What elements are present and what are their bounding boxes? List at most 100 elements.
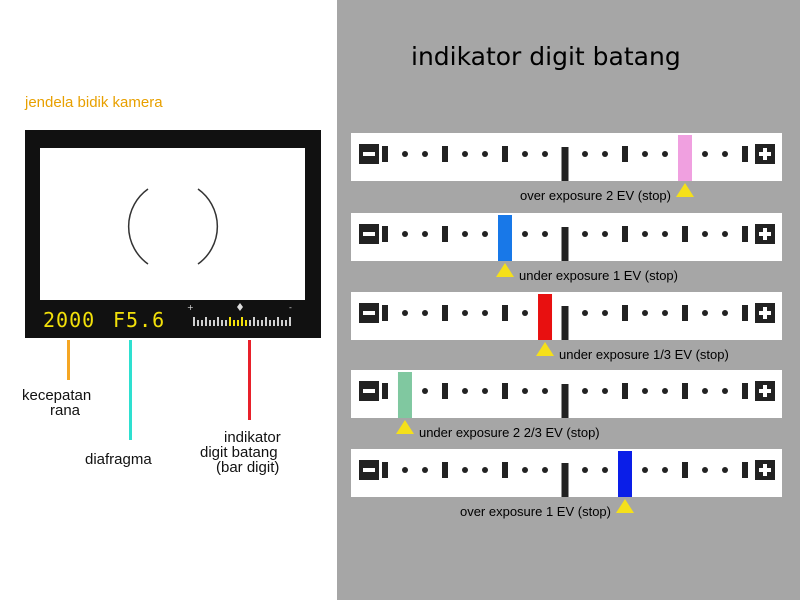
viewfinder-readouts: 2000 F5.6 + -	[25, 300, 321, 338]
ev-scale	[359, 215, 775, 277]
scale-stop-mark	[442, 462, 448, 478]
callout-line: diafragma	[85, 451, 152, 468]
meter-tick	[213, 320, 215, 326]
scale-third-mark	[522, 151, 528, 157]
scale-stop-mark	[622, 226, 628, 242]
scale-stop-mark	[442, 383, 448, 399]
meter-tick	[269, 320, 271, 326]
scale-third-mark	[542, 151, 548, 157]
callout-bar-meter: indikator digit batang (bar digit)	[200, 430, 281, 475]
scale-stop-mark	[382, 462, 388, 478]
scale-third-mark	[722, 310, 728, 316]
scale-third-mark	[482, 231, 488, 237]
scale-stop-mark	[382, 383, 388, 399]
plus-icon	[755, 224, 775, 244]
scale-third-mark	[642, 151, 648, 157]
ev-scale	[359, 294, 775, 356]
scale-third-mark	[582, 467, 588, 473]
scale-zero-mark	[561, 306, 569, 340]
ev-label: over exposure 2 EV (stop)	[519, 188, 671, 203]
scale-third-mark	[642, 388, 648, 394]
scale-third-mark	[702, 467, 708, 473]
exposure-indicator-bar	[618, 451, 632, 497]
callout-aperture: diafragma	[85, 452, 152, 467]
scale-third-mark	[662, 467, 668, 473]
ev-scale	[359, 372, 775, 434]
scale-third-mark	[602, 467, 608, 473]
viewfinder-caption: jendela bidik kamera	[25, 94, 163, 111]
meter-tick	[205, 317, 207, 326]
scale-third-mark	[402, 467, 408, 473]
meter-tick	[245, 320, 247, 326]
callout-line: indikator	[224, 429, 281, 446]
scale-stop-mark	[742, 305, 748, 321]
scale-third-mark	[662, 310, 668, 316]
plus-icon	[755, 303, 775, 323]
plus-icon	[755, 144, 775, 164]
exposure-pointer-icon	[616, 499, 634, 513]
meter-tick	[261, 320, 263, 326]
minus-icon	[359, 303, 379, 323]
scale-third-mark	[462, 388, 468, 394]
scale-stop-mark	[742, 383, 748, 399]
meter-tick	[209, 320, 211, 326]
bar-meter-pointer-line	[248, 340, 251, 420]
left-panel: jendela bidik kamera 2000 F5.6 + - kecep…	[0, 0, 337, 600]
exposure-indicator-bar	[538, 294, 553, 340]
scale-stop-mark	[442, 226, 448, 242]
exposure-pointer-icon	[536, 342, 555, 356]
scale-third-mark	[722, 467, 728, 473]
meter-minus-label: -	[289, 303, 292, 312]
scale-third-mark	[702, 231, 708, 237]
scale-third-mark	[602, 388, 608, 394]
callout-shutter-speed: kecepatan rana	[22, 388, 91, 418]
scale-stop-mark	[622, 383, 628, 399]
scale-third-mark	[482, 310, 488, 316]
meter-plus-label: +	[187, 303, 194, 312]
scale-third-mark	[522, 388, 528, 394]
meter-tick	[273, 320, 275, 326]
scale-third-mark	[402, 151, 408, 157]
scale-stop-mark	[382, 305, 388, 321]
meter-tick	[233, 320, 235, 326]
viewfinder: 2000 F5.6 + -	[25, 130, 321, 338]
ev-label: under exposure 1 EV (stop)	[519, 268, 678, 283]
plus-icon	[755, 460, 775, 480]
minus-icon	[359, 381, 379, 401]
meter-tick	[285, 320, 287, 326]
scale-zero-mark	[561, 384, 569, 418]
scale-third-mark	[422, 467, 428, 473]
scale-third-mark	[582, 310, 588, 316]
scale-stop-mark	[622, 305, 628, 321]
scale-third-mark	[422, 310, 428, 316]
plus-icon	[755, 381, 775, 401]
scale-stop-mark	[502, 462, 508, 478]
shutter-speed-readout: 2000	[43, 308, 96, 332]
exposure-indicator-bar	[678, 135, 692, 181]
scale-third-mark	[482, 388, 488, 394]
meter-ticks	[193, 317, 291, 326]
scale-third-mark	[522, 231, 528, 237]
meter-tick	[237, 320, 239, 326]
scale-zero-mark	[561, 463, 569, 497]
scale-third-mark	[702, 388, 708, 394]
scale-third-mark	[462, 467, 468, 473]
callout-line: kecepatan	[22, 387, 92, 404]
meter-tick	[217, 317, 219, 326]
scale-third-mark	[542, 388, 548, 394]
scale-third-mark	[602, 310, 608, 316]
ev-label: over exposure 1 EV (stop)	[459, 504, 611, 519]
meter-tick	[277, 317, 279, 326]
scale-stop-mark	[742, 146, 748, 162]
viewfinder-screen	[40, 148, 305, 300]
scale-stop-mark	[442, 146, 448, 162]
aperture-readout: F5.6	[113, 308, 166, 332]
scale-third-mark	[642, 231, 648, 237]
meter-tick	[229, 317, 231, 326]
scale-third-mark	[462, 231, 468, 237]
scale-third-mark	[402, 231, 408, 237]
ev-row: under exposure 1/3 EV (stop)	[351, 292, 782, 368]
callout-line: rana	[50, 402, 81, 419]
scale-third-mark	[602, 231, 608, 237]
scale-third-mark	[642, 467, 648, 473]
